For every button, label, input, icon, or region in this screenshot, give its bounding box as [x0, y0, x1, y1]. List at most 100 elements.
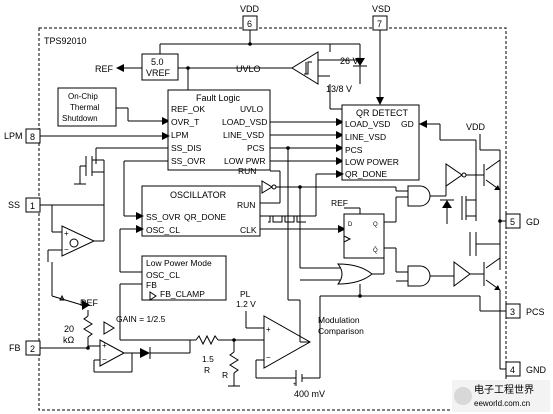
ff-ref-label: REF — [331, 198, 348, 208]
fault-logic-pcs: PCS — [247, 143, 265, 153]
ss-pin-number: 1 — [30, 201, 35, 211]
fault-logic-ovr-t: OVR_T — [171, 117, 199, 127]
run-inverter — [261, 180, 273, 194]
pcs-pin-label: PCS — [526, 307, 545, 317]
thermal-shutdown-block — [57, 87, 117, 127]
vref-label: VREF — [146, 68, 171, 78]
fault-logic-load-vsd: LOAD_VSD — [222, 117, 267, 127]
or-gate — [336, 263, 373, 285]
r20k-unit: kΩ — [63, 335, 75, 345]
thermal-line1: On-Chip — [68, 92, 98, 101]
vdd-pin-label: VDD — [240, 4, 260, 14]
resistor-r-icon — [229, 351, 239, 374]
mod-comp-plus: + — [266, 325, 271, 334]
low-power-mode-osc-cl: OSC_CL — [146, 270, 180, 280]
resistor-1-5r-icon — [195, 334, 219, 346]
qr-detect-gd: GD — [401, 119, 414, 129]
r20k-value: 20 — [64, 324, 74, 334]
ff-qbar-pin: Q̄ — [373, 247, 378, 254]
modulation-comparator — [263, 315, 312, 369]
fb-pin-number: 2 — [30, 344, 35, 354]
oscillator-osc-cl: OSC_CL — [146, 225, 180, 235]
uvlo-comparator — [291, 51, 319, 85]
uvlo-on-threshold: 26 V — [340, 56, 359, 66]
fault-logic-ss-ovr: SS_OVR — [171, 156, 206, 166]
fb-ref-label: REF — [80, 298, 99, 308]
oscillator-title: OSCILLATOR — [170, 190, 227, 200]
mod-comp-label2: Comparison — [318, 326, 364, 336]
chip-name: TPS92010 — [44, 36, 87, 46]
zener-icon — [355, 58, 365, 66]
watermark-line1: 电子工程世界 — [474, 383, 534, 396]
ff-d-pin: D — [348, 222, 353, 228]
driver-buffer-top — [445, 163, 463, 187]
fault-logic-ss-dis: SS_DIS — [171, 143, 202, 153]
qr-detect-block — [341, 104, 420, 181]
clock-pulse-icon — [268, 215, 306, 223]
fb-buffer — [99, 339, 126, 367]
gain-label: GAIN = 1/2.5 — [116, 314, 166, 324]
lpm-pin-label: LPM — [4, 131, 23, 141]
low-power-mode-fb: FB — [146, 280, 157, 290]
fault-logic-uvlo: UVLO — [240, 104, 264, 114]
gnd-pin-number: 4 — [510, 365, 515, 375]
uvlo-signal-label: UVLO — [236, 64, 261, 74]
r15-value: 1.5 — [202, 354, 214, 364]
fault-logic-ref-ok: REF_OK — [171, 104, 205, 114]
qr-detect-low-power: LOW POWER — [345, 157, 399, 167]
pcs-pin-number: 3 — [510, 307, 515, 317]
ss-pin-label: SS — [8, 200, 20, 210]
fb-buffer-plus: + — [102, 341, 107, 350]
vsd-pin-number: 7 — [377, 19, 382, 29]
qr-detect-pcs: PCS — [345, 145, 363, 155]
r15-unit: R — [204, 365, 210, 375]
oscillator-block — [141, 185, 261, 237]
fault-logic-low-pwr: LOW PWR — [224, 156, 266, 166]
qr-detect-qr-done: QR_DONE — [345, 169, 387, 179]
resistor-20k-icon — [83, 315, 93, 338]
ff-q-pin: Q — [373, 222, 378, 228]
mod-comp-minus: − — [266, 353, 271, 362]
ref-output-label: REF — [95, 64, 114, 74]
ss-opamp-plus: + — [64, 229, 69, 238]
low-power-mode-title: Low Power Mode — [146, 258, 212, 268]
ss-opamp-minus: − — [64, 245, 69, 254]
and-gate-top — [407, 185, 431, 207]
vref-value: 5.0 — [151, 57, 164, 67]
gain-buffer — [103, 321, 115, 335]
vdd-pin-number: 6 — [247, 19, 252, 29]
fault-logic-title: Fault Logic — [196, 93, 241, 103]
oscillator-ss-ovr: SS_OVR — [146, 212, 181, 222]
gnd-pin-label: GND — [526, 365, 547, 375]
fault-logic-block — [167, 89, 271, 171]
uvlo-off-threshold: 13/8 V — [326, 84, 352, 94]
oscillator-clk: CLK — [240, 225, 257, 235]
and-gate-bottom — [407, 265, 431, 287]
gd-pin-number: 5 — [510, 217, 515, 227]
fault-logic-lpm: LPM — [171, 130, 188, 140]
battery-voltage: 400 mV — [294, 389, 325, 399]
watermark-logo — [454, 387, 472, 405]
fault-logic-run: RUN — [238, 166, 256, 176]
pl-label: PL — [240, 289, 251, 299]
vsd-arrow-icon — [376, 97, 384, 105]
oscillator-run: RUN — [237, 200, 255, 210]
thermal-line3: Shutdown — [62, 114, 98, 123]
battery-plus: + — [293, 382, 297, 388]
low-power-mode-fb-clamp: FB_CLAMP — [160, 289, 205, 299]
gd-vdd-label: VDD — [466, 122, 486, 132]
watermark-line2: eeworld.com.cn — [474, 399, 530, 408]
qr-detect-line-vsd: LINE_VSD — [345, 132, 386, 142]
thermal-line2: Thermal — [70, 103, 100, 112]
flip-flop — [343, 213, 385, 259]
fb-buffer-minus: − — [102, 355, 107, 364]
fb-diode-icon — [140, 348, 150, 358]
mod-comp-label1: Modulation — [318, 315, 360, 325]
low-power-mode-block — [141, 255, 227, 301]
qr-detect-load-vsd: LOAD_VSD — [345, 119, 390, 129]
gd-pin-label: GD — [526, 217, 540, 227]
pl-voltage: 1.2 V — [236, 299, 256, 309]
r-label: R — [222, 370, 228, 380]
qr-detect-title: QR DETECT — [356, 108, 409, 118]
